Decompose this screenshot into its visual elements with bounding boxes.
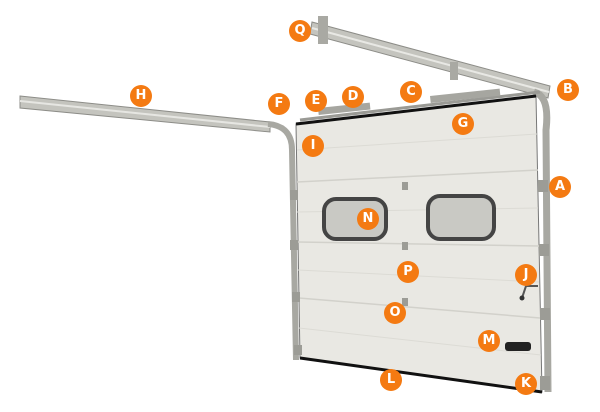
label-l: L [380, 369, 402, 391]
label-q: Q [289, 20, 311, 42]
door-panel [295, 94, 543, 394]
label-i: I [302, 135, 324, 157]
horizontal-track-h [19, 95, 299, 361]
label-g: G [452, 113, 474, 135]
label-m: M [478, 330, 500, 352]
label-a: A [549, 176, 571, 198]
lock-j [521, 285, 538, 299]
window-right [426, 194, 496, 241]
label-j: J [515, 264, 537, 286]
label-o: O [384, 302, 406, 324]
label-e: E [305, 90, 327, 112]
overhead-rail-q [309, 16, 551, 99]
label-n: N [357, 208, 379, 230]
label-f: F [268, 93, 290, 115]
label-c: C [400, 81, 422, 103]
handle-m [505, 342, 531, 351]
label-p: P [397, 261, 419, 283]
label-k: K [515, 373, 537, 395]
hinges [290, 180, 550, 390]
label-b: B [557, 79, 579, 101]
label-h: H [130, 85, 152, 107]
label-d: D [342, 86, 364, 108]
